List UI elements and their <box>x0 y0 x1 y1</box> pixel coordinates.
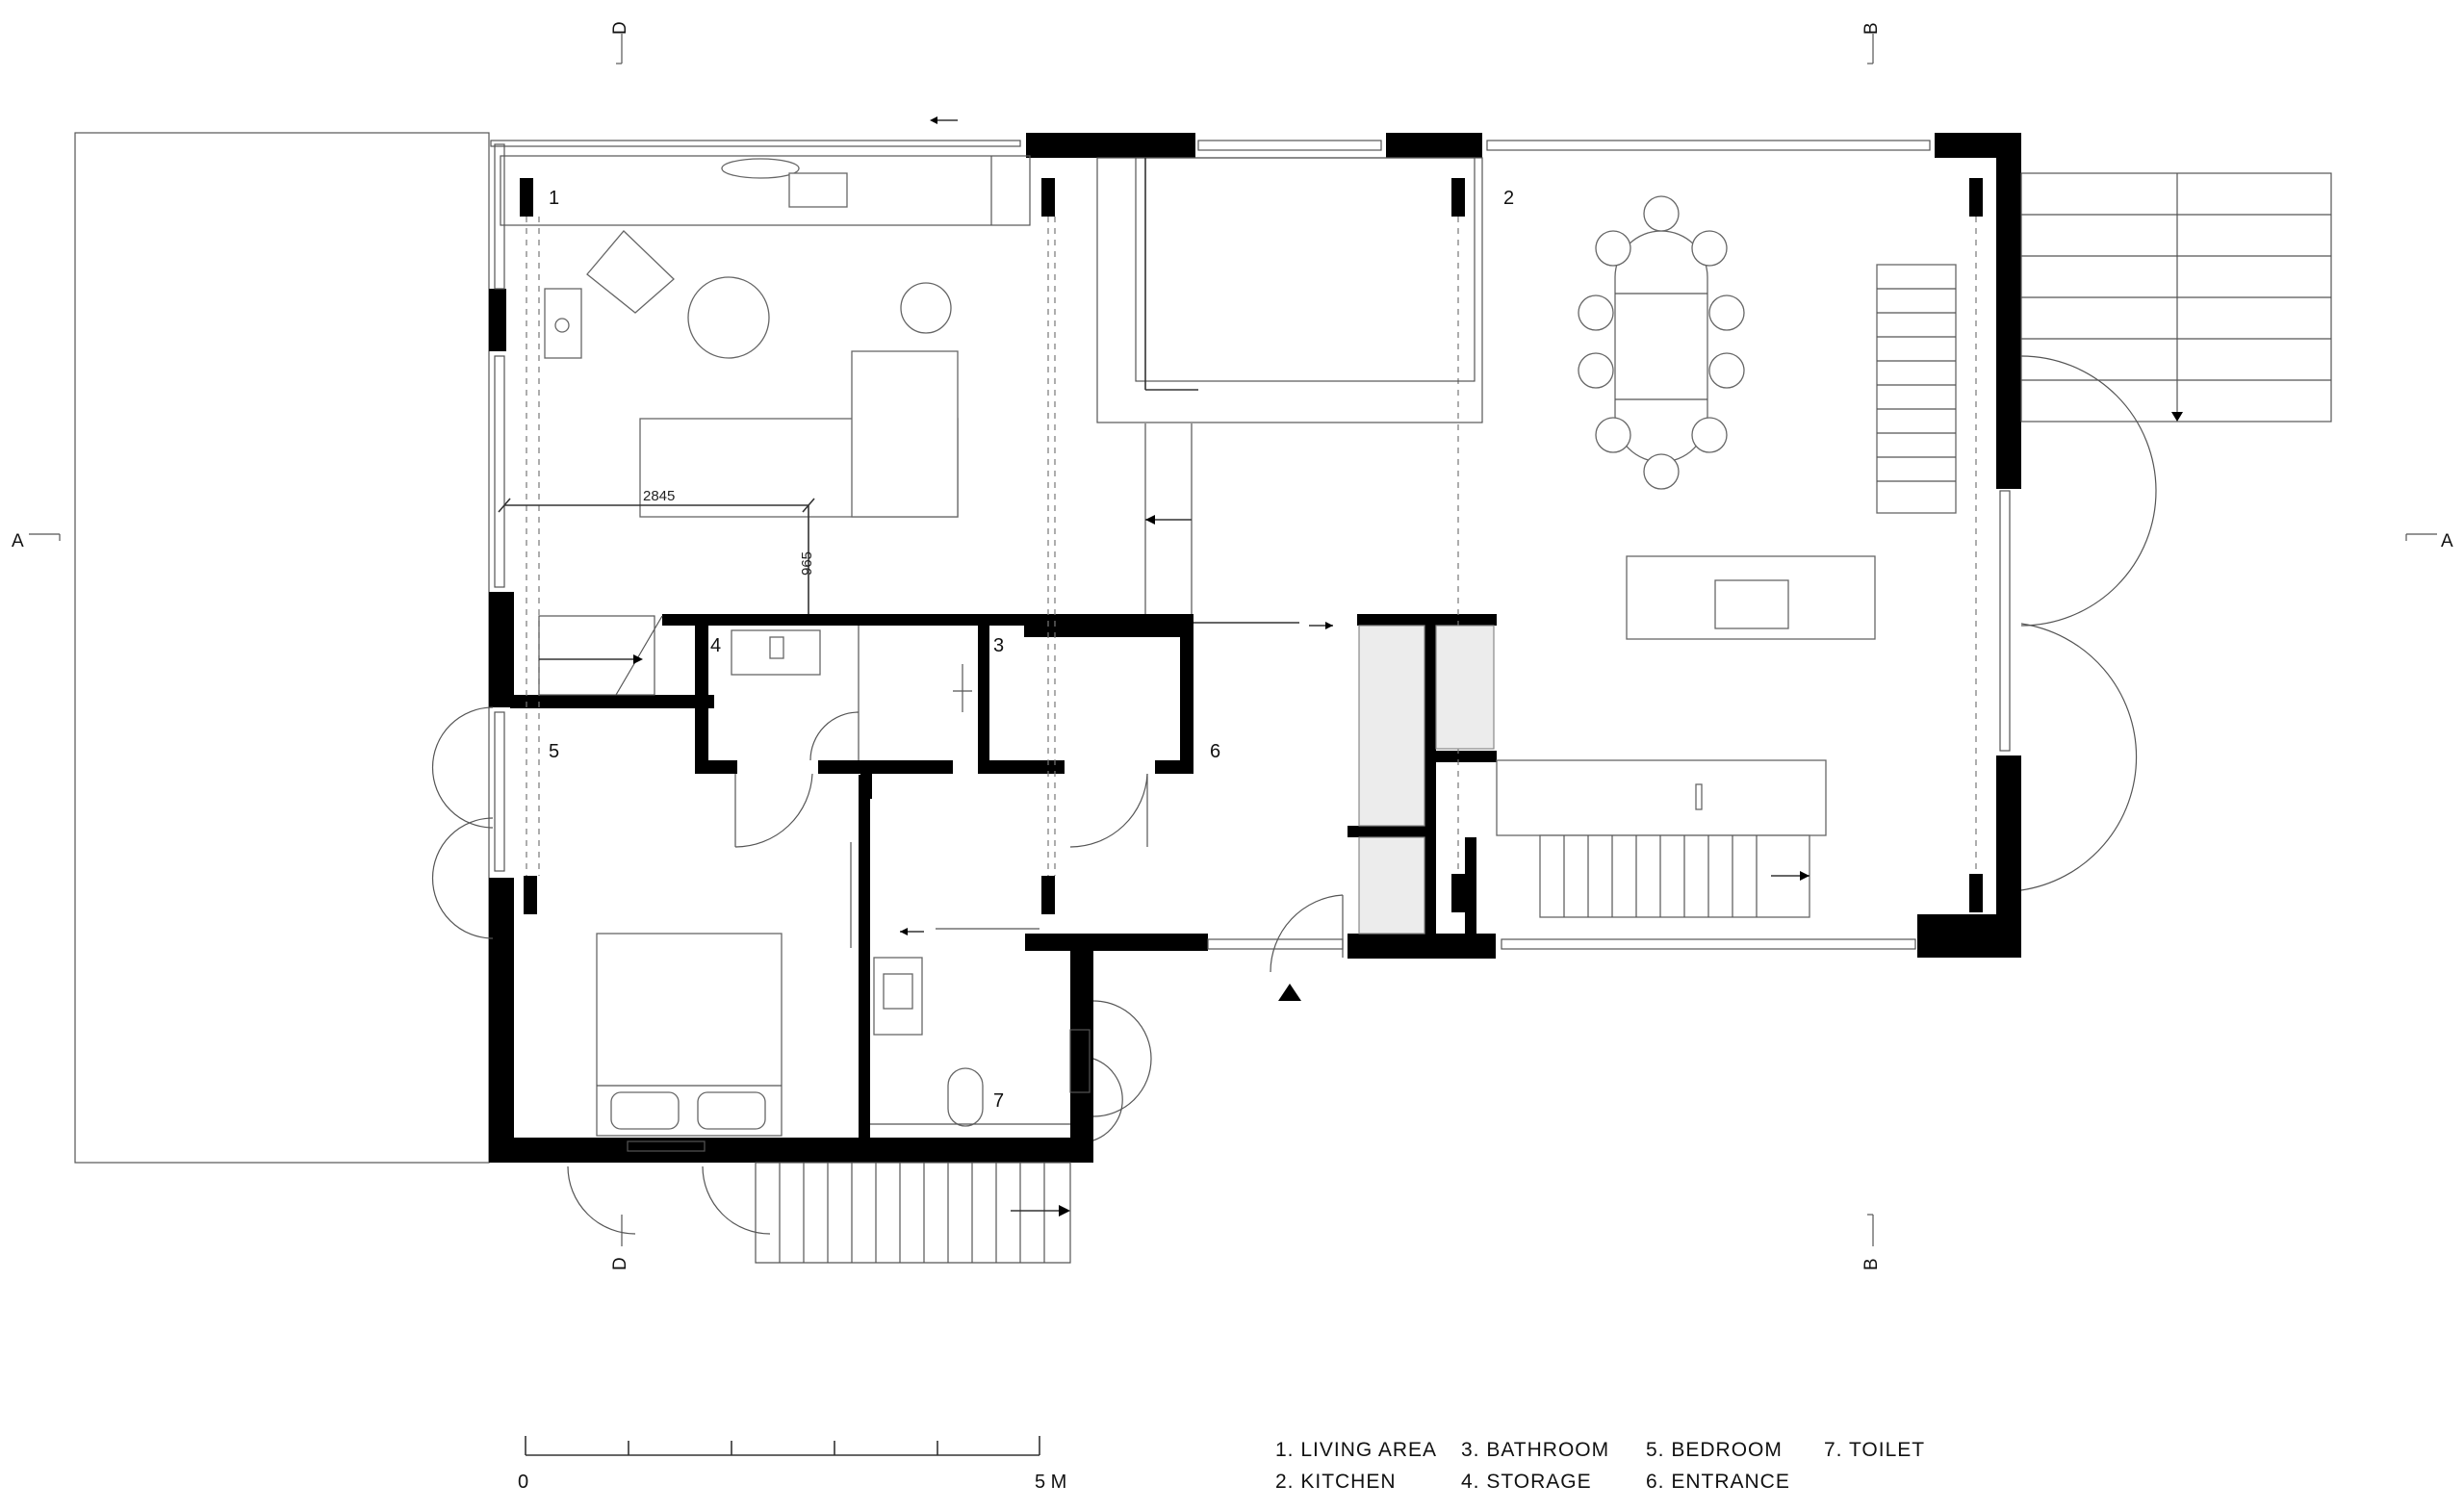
storage-fixtures <box>731 626 972 760</box>
room-number-4: 4 <box>710 635 721 656</box>
legend-item-living-area: 1. LIVING AREA <box>1275 1439 1438 1461</box>
dimension-lines <box>498 498 815 614</box>
room-number-6: 6 <box>1210 741 1220 762</box>
legend-item-toilet: 7. TOILET <box>1824 1439 1926 1461</box>
toilet-fixtures <box>870 957 1070 1127</box>
exterior-walls <box>489 133 2021 1163</box>
scale-start: 0 <box>518 1472 528 1493</box>
room-number-1: 1 <box>549 188 559 209</box>
grid-lines <box>526 217 1977 876</box>
kitchen-stair <box>1876 264 1957 514</box>
legend-item-storage: 4. STORAGE <box>1461 1471 1592 1493</box>
room-number-2: 2 <box>1503 188 1514 209</box>
bottom-stair <box>755 1162 1071 1264</box>
dining-set <box>1578 195 1745 490</box>
section-a-right: A <box>2441 531 2453 551</box>
scale-bar <box>525 1436 1040 1456</box>
section-markers <box>29 34 2437 1246</box>
kitchen-island <box>1626 555 1876 640</box>
room-number-5: 5 <box>549 741 559 762</box>
dimension-965: 965 <box>799 551 815 576</box>
living-furniture <box>500 155 1031 518</box>
door-swings <box>431 355 2157 1235</box>
terrace-outline <box>74 132 490 1164</box>
section-a-left: A <box>12 531 24 551</box>
entrance-marker <box>1278 984 1301 1001</box>
kitchen-counter <box>1358 625 1827 935</box>
room-number-7: 7 <box>993 1090 1004 1112</box>
section-d-top: D <box>610 21 630 35</box>
section-d-bottom: D <box>610 1257 630 1270</box>
exterior-steps <box>2020 172 2332 423</box>
section-b-top: B <box>1861 22 1882 35</box>
legend-item-entrance: 6. ENTRANCE <box>1646 1471 1790 1493</box>
section-b-bottom: B <box>1861 1258 1882 1270</box>
interior-stair <box>538 615 1333 948</box>
stair-opening <box>1096 157 1483 614</box>
legend-item-bathroom: 3. BATHROOM <box>1461 1439 1610 1461</box>
bed <box>596 933 783 1137</box>
interior-walls <box>510 614 1497 1140</box>
columns <box>520 178 1983 914</box>
scale-end: 5 M <box>1035 1472 1066 1493</box>
legend-item-kitchen: 2. KITCHEN <box>1275 1471 1397 1493</box>
legend-item-bedroom: 5. BEDROOM <box>1646 1439 1783 1461</box>
room-number-3: 3 <box>993 635 1004 656</box>
room-legend: 1. LIVING AREA 2. KITCHEN 3. BATHROOM 4.… <box>1275 1439 2238 1506</box>
dimension-2845: 2845 <box>643 488 675 504</box>
windows <box>490 140 2011 1152</box>
